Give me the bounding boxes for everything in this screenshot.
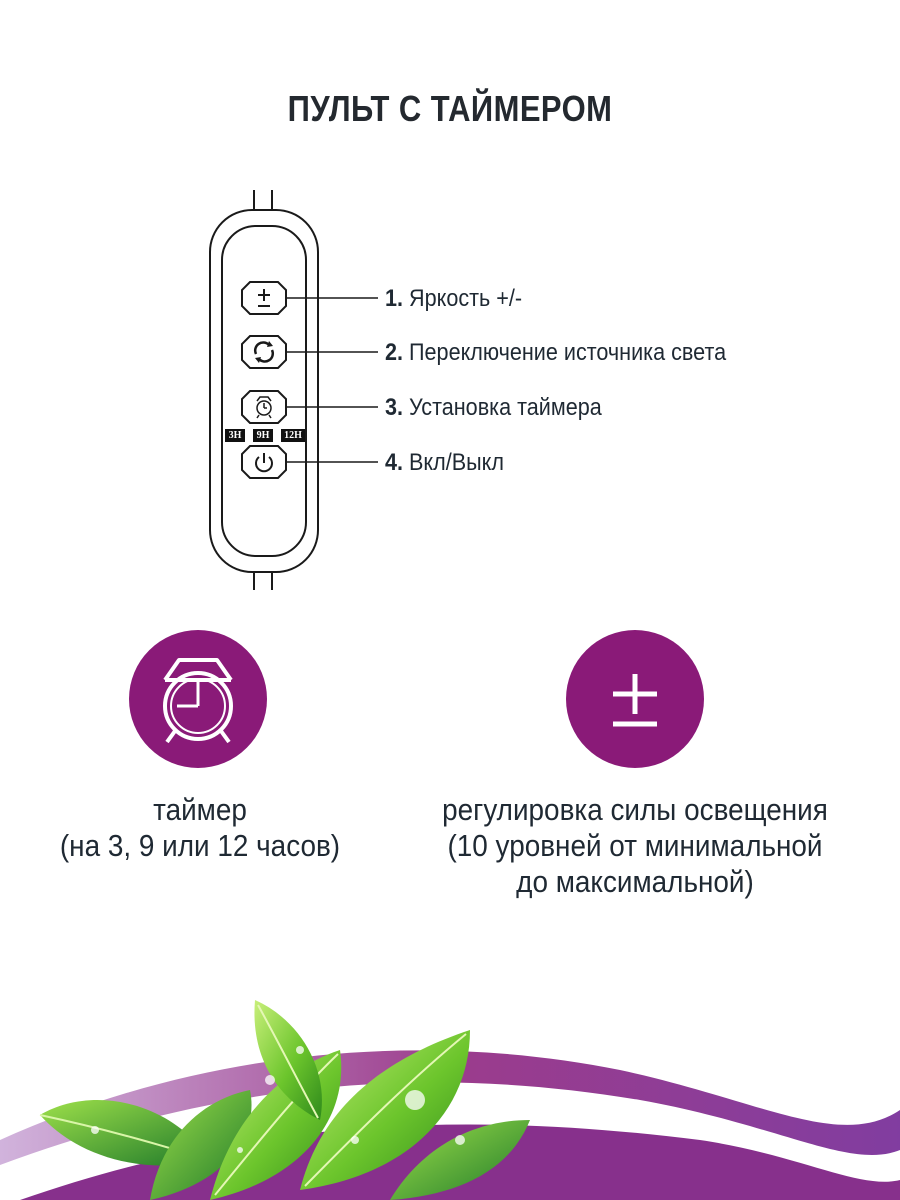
callout-light-switch: 2. Переключение источника света [385, 338, 726, 368]
timer-feature-text: таймер (на 3, 9 или 12 часов) [47, 792, 353, 864]
page-title: ПУЛЬТ С ТАЙМЕРОМ [287, 88, 613, 129]
feature-subtitle-2: до максимальной) [516, 864, 754, 899]
timer-label-3h: 3H [225, 429, 245, 442]
callout-number: 1. [385, 285, 404, 312]
callout-number: 3. [385, 394, 404, 421]
timer-label-12h: 12H [281, 429, 305, 442]
callout-brightness: 1. Яркость +/- [385, 284, 522, 314]
callout-timer: 3. Установка таймера [385, 393, 602, 423]
leaves-decoration [0, 1000, 900, 1200]
callout-number: 4. [385, 449, 404, 476]
plus-minus-icon [258, 289, 270, 307]
callout-text: Яркость +/- [403, 285, 523, 312]
callout-text: Переключение источника света [403, 339, 727, 366]
timer-label-9h: 9H [253, 429, 273, 442]
callout-number: 2. [385, 339, 404, 366]
brightness-feature-text: регулировка силы освещения (10 уровней о… [442, 792, 829, 900]
callout-power: 4. Вкл/Выкл [385, 448, 504, 478]
feature-subtitle: (на 3, 9 или 12 часов) [59, 828, 341, 863]
feature-title: таймер [153, 792, 247, 827]
feature-title: регулировка силы освещения [442, 792, 828, 827]
feature-subtitle: (10 уровней от минимальной [447, 828, 823, 863]
alarm-clock-icon [163, 658, 233, 744]
switch-arrows-icon [254, 341, 274, 363]
callout-text: Установка таймера [403, 394, 602, 421]
timer-button[interactable] [240, 389, 288, 425]
brightness-button[interactable] [240, 280, 288, 316]
callout-text: Вкл/Выкл [403, 449, 504, 476]
brightness-feature-badge [566, 630, 704, 768]
light-source-switch-button[interactable] [240, 334, 288, 370]
plus-minus-icon [613, 674, 657, 727]
alarm-clock-icon [256, 396, 272, 419]
power-icon [255, 453, 273, 473]
power-button[interactable] [240, 444, 288, 480]
timer-feature-badge [129, 630, 267, 768]
